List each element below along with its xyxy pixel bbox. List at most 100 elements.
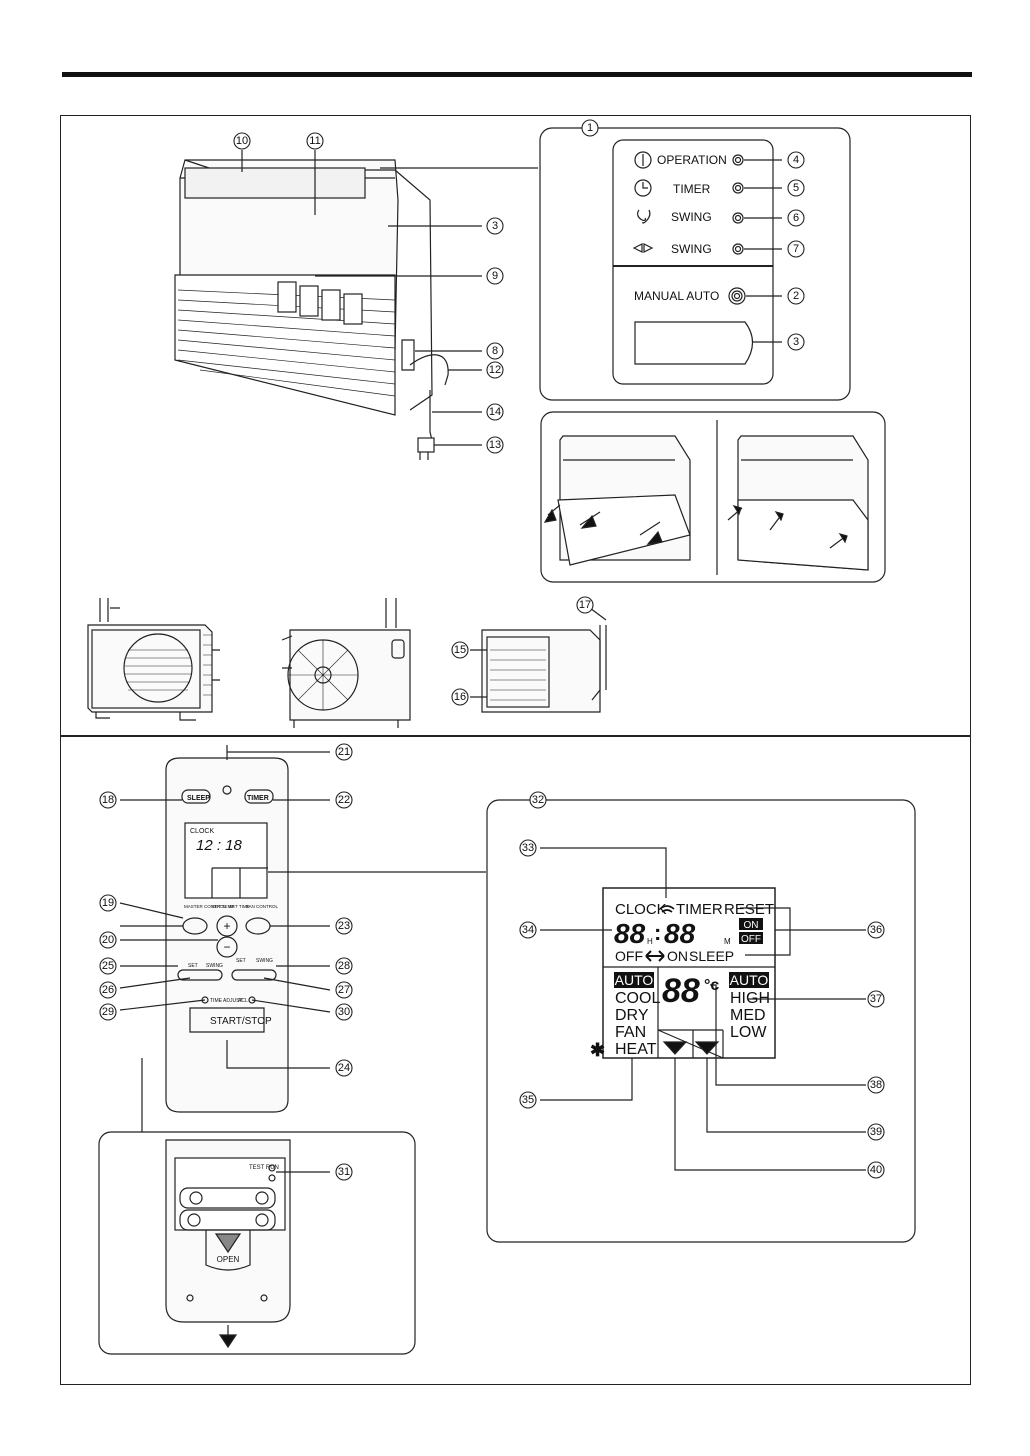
callout-38: 38 (870, 1079, 882, 1091)
remote-acl-label: ACL (238, 998, 248, 1004)
outdoor-unit-3 (470, 604, 607, 713)
lcd-off-label: OFF (615, 948, 643, 964)
lcd-temp: 88 (662, 972, 700, 1010)
remote-minus-button: − (223, 940, 230, 954)
lcd-hours: 88 (614, 918, 646, 949)
lcd-mode-dry: DRY (615, 1007, 649, 1024)
callout-5: 5 (793, 182, 799, 194)
section-divider (60, 735, 971, 737)
callout-22: 22 (338, 794, 350, 806)
lcd-fan-high: HIGH (730, 990, 770, 1007)
remote-master-control-label: MASTER CONTROL (184, 904, 227, 909)
lcd-off-badge: OFF (741, 934, 761, 945)
callout-24: 24 (338, 1062, 350, 1074)
callout-26: 26 (102, 984, 114, 996)
remote-clock-label: CLOCK (190, 828, 214, 835)
lcd-on-badge: ON (744, 920, 759, 931)
callout-11: 11 (309, 135, 320, 147)
lcd-h: H (647, 937, 653, 946)
panel-swing-horizontal-label: SWING (671, 242, 712, 256)
remote-swing-label: SWING (206, 963, 223, 969)
remote-swing2-label: SWING (256, 958, 273, 964)
callout-27: 27 (338, 984, 350, 996)
header-rule (62, 72, 972, 77)
lcd-sleep-label: SLEEP (689, 948, 734, 964)
remote-open-label: OPEN (217, 1255, 240, 1264)
indoor-unit-drawing (174, 159, 449, 460)
callout-40: 40 (870, 1164, 882, 1176)
remote-set2-label: SET (236, 958, 246, 964)
callout-33: 33 (522, 842, 534, 854)
callout-7: 7 (793, 243, 799, 255)
callout-23: 23 (338, 920, 350, 932)
callout-30: 30 (338, 1006, 350, 1018)
lcd-reset: RESET (724, 901, 774, 918)
lcd-fan-med: MED (730, 1007, 766, 1024)
lcd-fan-low: LOW (730, 1024, 767, 1041)
remote-back-box (98, 1131, 416, 1355)
panel-manual-auto-label: MANUAL AUTO (634, 289, 719, 303)
callout-3a: 3 (492, 220, 498, 232)
callout-25: 25 (102, 960, 114, 972)
callout-36: 36 (870, 924, 882, 936)
lcd-mode-fan: FAN (615, 1024, 646, 1041)
remote-set-time-label: SET TIME (229, 904, 250, 909)
callout-6: 6 (793, 212, 799, 224)
remote-sleep-label: SLEEP (187, 795, 210, 802)
louver-close-drawing (727, 435, 869, 571)
remote-fan-control-label: FAN CONTROL (246, 904, 279, 909)
callout-16: 16 (454, 691, 466, 703)
louver-open-drawing (543, 435, 691, 566)
remote-plus-button: + (223, 919, 230, 933)
remote-timer-label: TIMER (247, 795, 269, 802)
callout-29: 29 (102, 1006, 114, 1018)
lcd-m: M (724, 937, 731, 946)
remote-time-adjust-label: TIME ADJUST (210, 998, 243, 1004)
control-panel-box (539, 127, 851, 401)
lcd-mode-heat: HEAT (615, 1041, 657, 1058)
remote-set-temp-label: SET TEMP (212, 904, 234, 909)
callout-32: 32 (532, 794, 544, 806)
callout-20: 20 (102, 934, 114, 946)
callout-12: 12 (489, 364, 501, 376)
callout-10: 10 (236, 135, 248, 147)
double-arrow-icon (645, 950, 665, 962)
figure-frame (60, 115, 971, 1385)
louver-illustration-box (540, 411, 886, 583)
callout-17: 17 (579, 599, 591, 611)
callout-34: 34 (522, 924, 534, 936)
outdoor-unit-1 (87, 598, 220, 721)
lcd-detail-box (486, 799, 916, 1243)
callout-4: 4 (793, 154, 799, 166)
callout-9: 9 (492, 270, 498, 282)
callout-37: 37 (870, 993, 882, 1005)
remote-set-label: SET (188, 963, 198, 969)
callout-18: 18 (102, 794, 114, 806)
lcd-colon: : (654, 920, 661, 945)
callout-39: 39 (870, 1126, 882, 1138)
callout-21: 21 (338, 746, 350, 758)
remote-back-drawing (165, 1139, 291, 1323)
callout-31: 31 (338, 1166, 350, 1178)
lcd-timer: TIMER (676, 901, 723, 918)
callout-35: 35 (522, 1094, 534, 1106)
callout-19: 19 (102, 897, 114, 909)
lcd-minutes: 88 (664, 918, 696, 949)
panel-timer-label: TIMER (673, 182, 711, 196)
callout-8: 8 (492, 345, 498, 357)
callout-1: 1 (587, 122, 593, 134)
lcd-mode-auto: AUTO (615, 972, 654, 988)
callout-13: 13 (489, 439, 501, 451)
lcd-on-label: ON (667, 948, 688, 964)
callout-2: 2 (793, 290, 799, 302)
remote-start-stop-button: START/STOP (210, 1016, 272, 1027)
asterisk-icon: ✱ (590, 1040, 605, 1060)
callout-28: 28 (338, 960, 350, 972)
remote-front-drawing (165, 757, 289, 1113)
outdoor-unit-2 (281, 598, 411, 728)
panel-operation-label: OPERATION (657, 153, 727, 167)
lcd-degc: °c (704, 977, 719, 994)
callout-3b: 3 (793, 336, 799, 348)
panel-swing-vertical-label: SWING (671, 210, 712, 224)
